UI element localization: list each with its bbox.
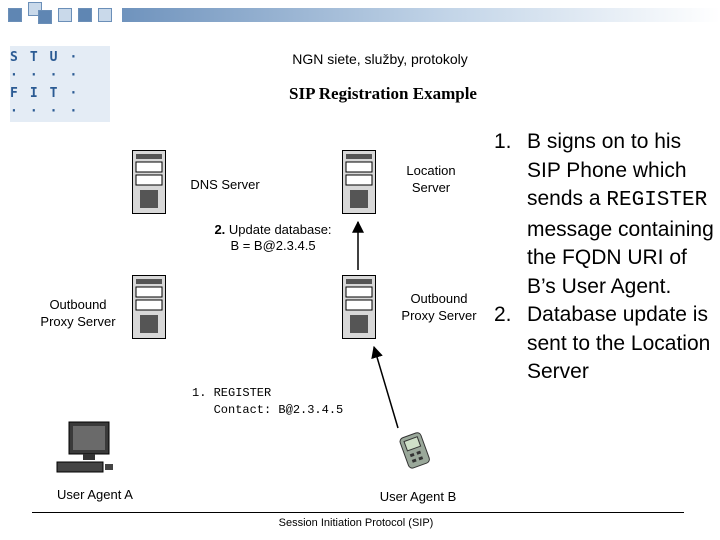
outbound-proxy-left-icon bbox=[132, 275, 166, 339]
list-mono-text: REGISTER bbox=[606, 189, 708, 212]
explanation-list: 1. B signs on to his SIP Phone which send… bbox=[494, 128, 718, 387]
decor-square bbox=[98, 8, 112, 22]
stu-fiit-logo: STU· ···· FIT· ···· bbox=[10, 46, 110, 122]
logo-row: ···· bbox=[10, 68, 90, 83]
list-number: 1. bbox=[494, 130, 512, 153]
list-text: Database update is sent to the Location … bbox=[527, 303, 711, 383]
dns-server-label: DNS Server bbox=[190, 177, 260, 192]
update-text-line1: Update database: bbox=[225, 222, 332, 237]
footer-text: Session Initiation Protocol (SIP) bbox=[278, 517, 434, 529]
outbound-proxy-right-icon bbox=[342, 275, 376, 339]
list-text: message containing the FQDN URI of B’s U… bbox=[527, 217, 714, 298]
header-gradient-bar bbox=[122, 8, 720, 22]
logo-row: ···· bbox=[10, 104, 90, 119]
logo-row: FIT· bbox=[10, 86, 90, 101]
pc-computer-icon bbox=[56, 421, 113, 473]
decor-square bbox=[58, 8, 72, 22]
decor-square bbox=[78, 8, 92, 22]
dns-server-icon bbox=[132, 150, 166, 214]
location-server-label: Location Server bbox=[406, 163, 456, 195]
header-decoration bbox=[0, 0, 720, 26]
decor-square bbox=[38, 10, 52, 24]
update-step-number: 2. bbox=[214, 222, 226, 237]
sip-phone-icon bbox=[399, 432, 430, 469]
list-item: 2. Database update is sent to the Locatio… bbox=[494, 301, 718, 387]
logo-row: STU· bbox=[10, 50, 90, 65]
list-text: B signs on to his SIP Phone which sends … bbox=[527, 130, 687, 210]
list-number: 2. bbox=[494, 303, 512, 326]
list-item: 1. B signs on to his SIP Phone which send… bbox=[494, 128, 718, 301]
slide-title: SIP Registration Example bbox=[289, 84, 477, 103]
user-agent-b-label: User Agent B bbox=[379, 489, 457, 504]
decor-square bbox=[8, 8, 22, 22]
location-server-icon bbox=[342, 150, 376, 214]
user-agent-a-label: User Agent A bbox=[57, 487, 133, 502]
outbound-proxy-right-label: Outbound Proxy Server bbox=[401, 291, 477, 323]
update-database-note: 2. Update database: B = B@2.3.4.5 bbox=[196, 222, 350, 254]
update-text-line2: B = B@2.3.4.5 bbox=[230, 238, 316, 253]
register-message: 1. REGISTER Contact: B@2.3.4.5 bbox=[192, 386, 344, 417]
footer-divider bbox=[32, 512, 684, 513]
outbound-proxy-left-label: Outbound Proxy Server bbox=[40, 297, 116, 329]
course-header: NGN siete, služby, protokoly bbox=[292, 51, 468, 67]
register-arrow bbox=[371, 345, 399, 429]
